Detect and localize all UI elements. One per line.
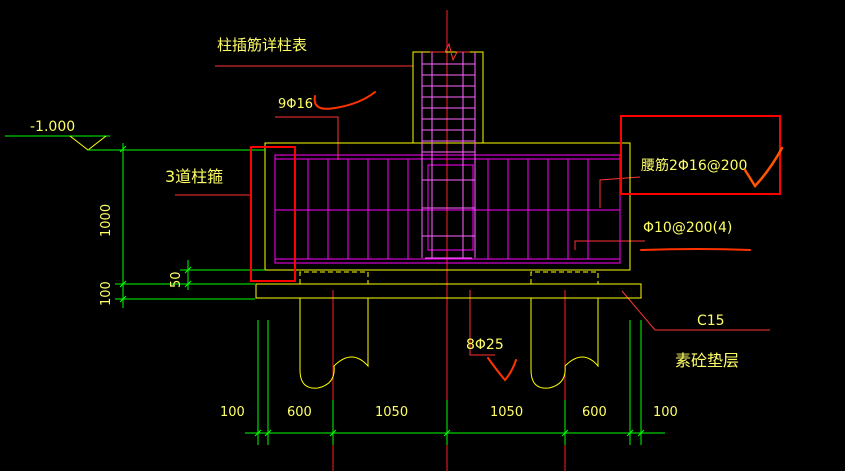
- column-main-bars-label: 9Φ16: [278, 97, 313, 112]
- level-label: -1.000: [30, 119, 75, 135]
- markup-frame-left: [250, 146, 296, 282]
- blinding-layer-label: 素砼垫层: [675, 351, 739, 370]
- pile-bars-label: 8Φ25: [466, 337, 504, 353]
- dim-100-left: 100: [220, 405, 245, 420]
- dim-50: 50: [169, 271, 184, 288]
- markup-underline-stirrups: [640, 248, 751, 251]
- dim-600-left: 600: [287, 405, 312, 420]
- dim-1050-left: 1050: [375, 405, 408, 420]
- leader-lines: [175, 65, 770, 356]
- column-rebar-ref-label: 柱插筋详柱表: [217, 36, 307, 54]
- dim-100-vertical: 100: [99, 281, 114, 306]
- concrete-grade-label: C15: [697, 313, 725, 329]
- check-icon: [743, 146, 784, 189]
- dim-600-right: 600: [582, 405, 607, 420]
- column-stirrups: [421, 52, 476, 259]
- stirrups-label: Φ10@200(4): [643, 220, 732, 236]
- markup-frame-right: [620, 115, 781, 195]
- break-symbol: [430, 42, 470, 62]
- dim-100-right: 100: [653, 405, 678, 420]
- rebar-cage: [274, 154, 621, 264]
- dim-1000: 1000: [99, 204, 114, 237]
- foundation-outline: [255, 51, 642, 389]
- side-bars-label: 腰筋2Φ16@200: [641, 157, 747, 174]
- column-stirrups-label: 3道柱箍: [165, 167, 223, 186]
- markup-annotations: [250, 91, 784, 382]
- markup-underline-main-bars: [313, 91, 376, 110]
- dimension-lines: [5, 135, 665, 445]
- dim-1050-right: 1050: [490, 405, 523, 420]
- markup-hook-pile-bars: [487, 357, 517, 382]
